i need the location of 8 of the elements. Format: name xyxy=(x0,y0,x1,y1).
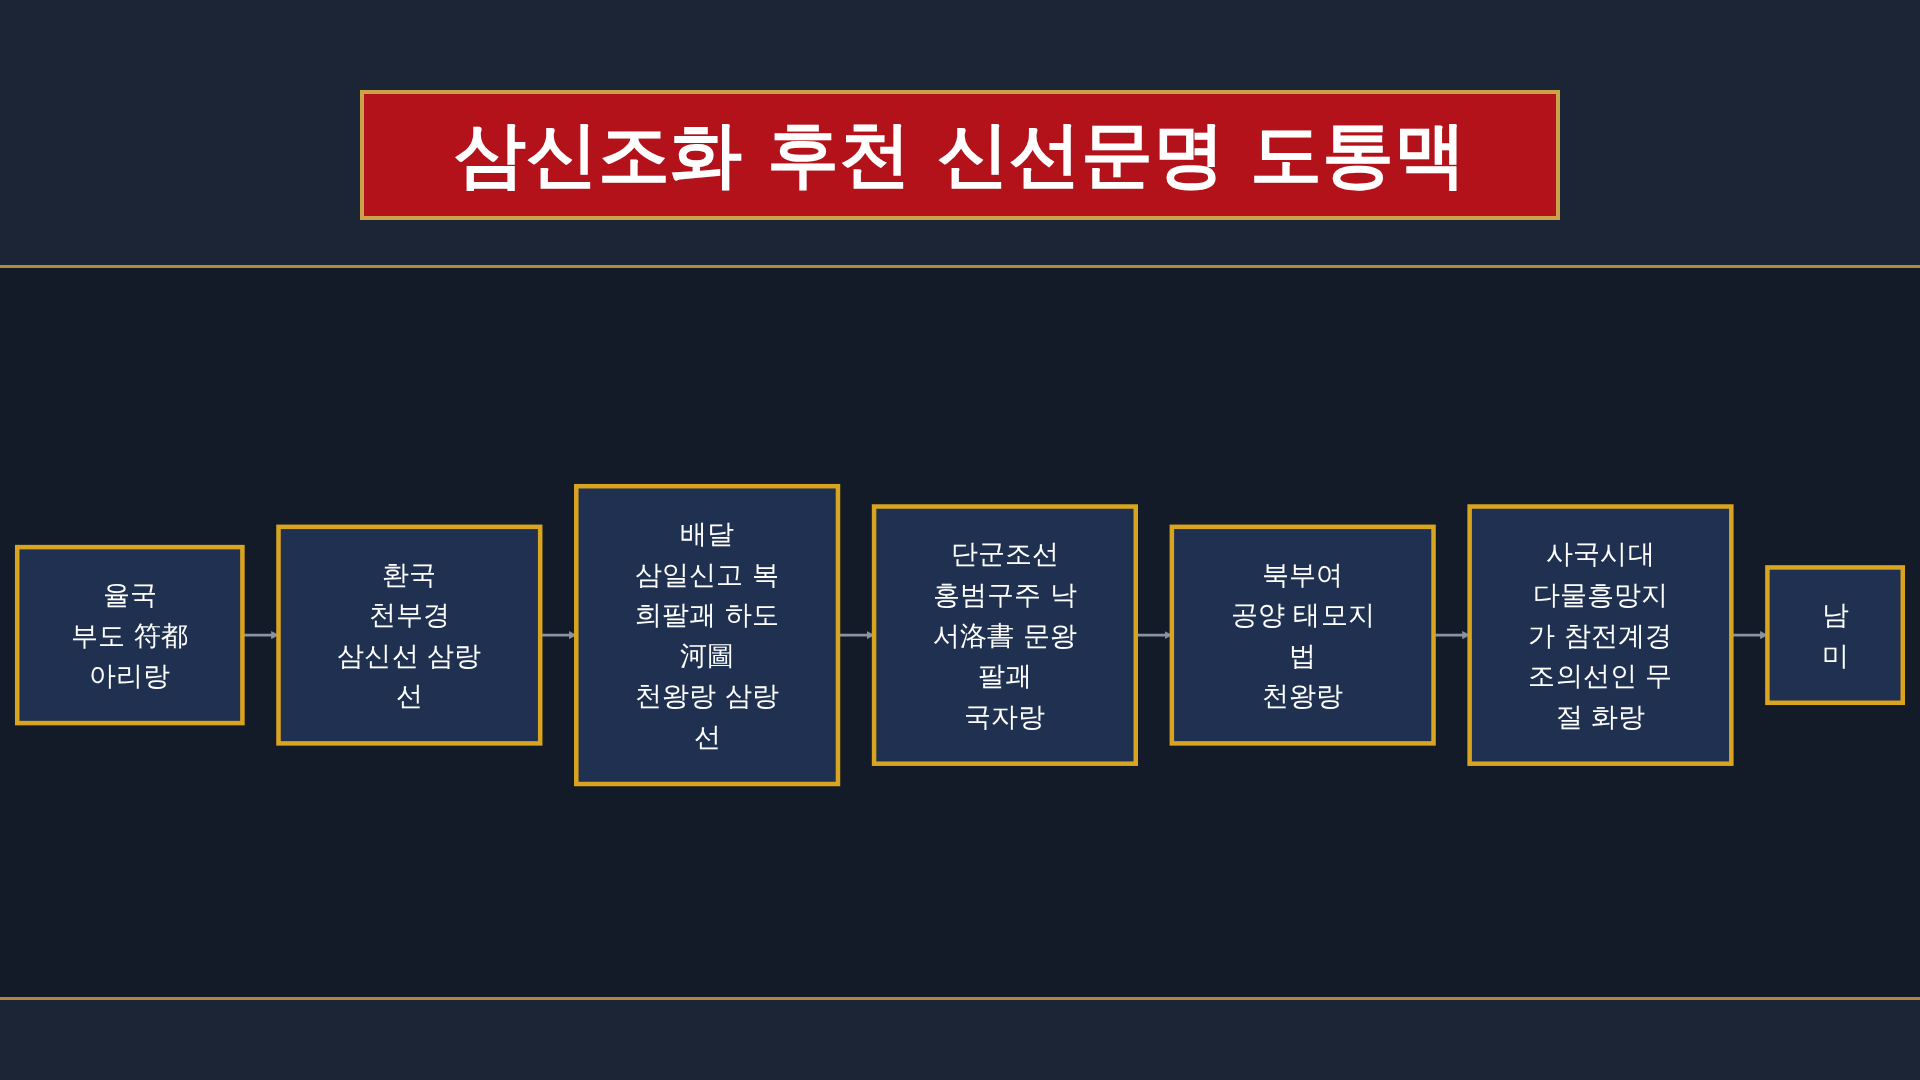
node-box: 남 미 xyxy=(1765,565,1906,705)
node-box: 단군조선 홍범구주 낙서洛書 문왕팔괘 국자랑 xyxy=(871,504,1138,766)
node-box: 율국 부도 符都 아리랑 xyxy=(14,544,245,726)
title-banner: 삼신조화 후천 신선문명 도통맥 xyxy=(360,90,1560,220)
node-box: 배달 삼일신고 복희팔괘 하도河圖 천왕랑 삼랑선 xyxy=(574,483,841,787)
node-box: 환국 천부경 삼신선 삼랑선 xyxy=(276,524,543,746)
node-box: 북부여 공양 태모지법 천왕랑 xyxy=(1169,524,1436,746)
node-box: 사국시대 다물흥망지가 참전계경 조의선인 무절 화랑 xyxy=(1467,504,1734,766)
